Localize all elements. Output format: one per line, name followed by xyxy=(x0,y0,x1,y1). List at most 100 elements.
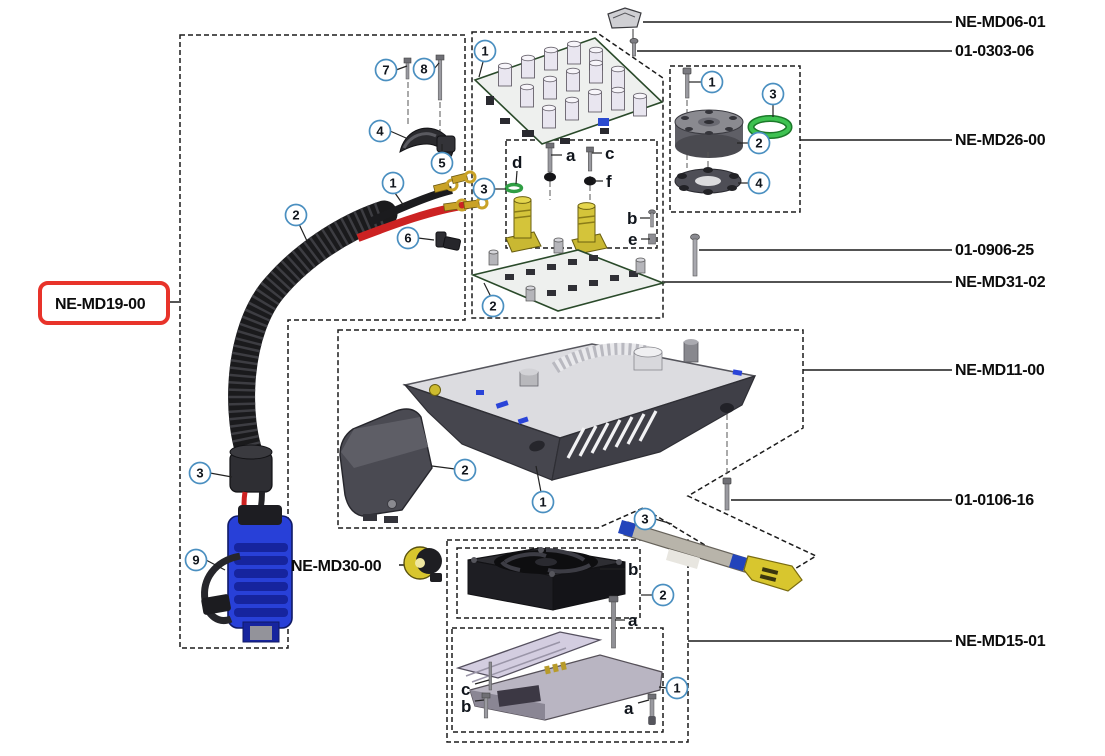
part-label-01-0906-25[interactable]: 01-0906-25 xyxy=(955,242,1035,259)
letter-e: e xyxy=(628,230,637,249)
part-lower-pcb xyxy=(470,237,666,312)
part-fan-screw xyxy=(608,595,619,649)
callout-leaders xyxy=(205,61,774,704)
callout-2-housing: 2 xyxy=(453,458,477,482)
part-label-ne-md06-01[interactable]: NE-MD06-01 xyxy=(955,14,1046,31)
callout-9: 9 xyxy=(184,548,208,572)
callout-4-md26: 4 xyxy=(747,171,771,195)
part-cable-assembly xyxy=(201,170,489,643)
part-label-01-0106-16[interactable]: 01-0106-16 xyxy=(955,492,1035,509)
selected-part-highlight xyxy=(38,281,170,325)
ring-terminals xyxy=(432,170,489,212)
part-housing-cover xyxy=(339,408,433,523)
callout-6: 6 xyxy=(396,226,420,250)
part-screw-01-0906-25 xyxy=(690,233,700,277)
mosfets xyxy=(505,255,638,296)
letter-b-board: b xyxy=(627,209,637,228)
group-box-terminal-hardware xyxy=(505,139,658,249)
callout-2-md15: 2 xyxy=(651,583,675,607)
standoff-left xyxy=(505,196,542,253)
part-top-cover xyxy=(607,7,642,39)
svg-text:5: 5 xyxy=(438,156,445,171)
callout-3-md26: 3 xyxy=(761,82,785,106)
callout-2-md26: 2 xyxy=(747,131,771,155)
part-md26-assembly xyxy=(674,67,793,195)
svg-text:8: 8 xyxy=(420,62,427,77)
part-label-ne-md30-00[interactable]: NE-MD30-00 xyxy=(291,558,382,575)
letter-a-board: a xyxy=(566,146,576,165)
part-handle-clamp xyxy=(399,54,456,159)
part-number-labels: NE-MD06-01 01-0303-06 NE-MD26-00 01-0906… xyxy=(55,14,1046,650)
callout-8: 8 xyxy=(412,57,436,81)
letter-b-fan: b xyxy=(628,560,638,579)
part-clip xyxy=(435,231,461,251)
group-box-heatsink xyxy=(451,627,664,733)
part-tube xyxy=(618,520,803,592)
callout-1-housing: 1 xyxy=(531,490,555,514)
callout-3-cable: 3 xyxy=(188,461,212,485)
callout-1-board: 1 xyxy=(473,39,497,63)
callout-5: 5 xyxy=(430,151,454,175)
callout-1-cable: 1 xyxy=(381,171,405,195)
svg-text:3: 3 xyxy=(641,512,648,527)
part-top-pcb xyxy=(473,37,664,145)
letter-a-heatsink: a xyxy=(624,699,634,718)
svg-text:2: 2 xyxy=(489,299,496,314)
svg-text:9: 9 xyxy=(192,553,199,568)
svg-text:1: 1 xyxy=(389,176,396,191)
pcb-standoffs xyxy=(488,237,646,302)
standoff-right xyxy=(571,202,608,255)
part-label-01-0303-06[interactable]: 01-0303-06 xyxy=(955,43,1035,60)
callout-1-md26: 1 xyxy=(700,70,724,94)
svg-text:2: 2 xyxy=(755,136,762,151)
svg-text:4: 4 xyxy=(376,124,384,139)
svg-text:1: 1 xyxy=(673,681,680,696)
svg-text:3: 3 xyxy=(769,87,776,102)
blue-connector xyxy=(227,505,293,643)
svg-text:3: 3 xyxy=(196,466,203,481)
fastener-letters: d a c f b e b a c b a xyxy=(461,144,638,718)
part-label-ne-md31-02[interactable]: NE-MD31-02 xyxy=(955,274,1046,291)
group-box-fan xyxy=(456,547,641,619)
group-box-md26 xyxy=(669,65,801,213)
part-heatsink xyxy=(455,631,663,721)
pcb-components xyxy=(486,96,609,144)
callout-3-housing: 3 xyxy=(633,507,657,531)
leader-lines xyxy=(167,21,952,642)
svg-text:4: 4 xyxy=(755,176,763,191)
svg-text:1: 1 xyxy=(481,44,488,59)
letter-a-fan: a xyxy=(628,611,638,630)
letter-b-heatsink: b xyxy=(461,697,471,716)
group-box-control-boards xyxy=(471,31,664,319)
svg-text:6: 6 xyxy=(404,231,411,246)
group-box-md15-outer xyxy=(446,539,689,743)
callout-1-md15: 1 xyxy=(665,676,689,700)
part-terminal-standoffs xyxy=(504,142,656,255)
callout-3-board: 3 xyxy=(472,177,496,201)
group-box-cable-assembly xyxy=(179,34,466,649)
svg-text:1: 1 xyxy=(539,495,546,510)
part-label-ne-md26-00[interactable]: NE-MD26-00 xyxy=(955,132,1046,149)
part-screw-01-0303-06 xyxy=(629,38,639,57)
part-housing-tray xyxy=(402,339,757,481)
part-fan xyxy=(467,547,626,611)
svg-text:7: 7 xyxy=(382,63,389,78)
svg-text:2: 2 xyxy=(659,588,666,603)
letter-f: f xyxy=(606,172,612,191)
letter-d: d xyxy=(512,153,522,172)
svg-text:2: 2 xyxy=(292,208,299,223)
letter-c-board: c xyxy=(605,144,614,163)
callout-2-cable: 2 xyxy=(284,203,308,227)
callout-4: 4 xyxy=(368,119,392,143)
callout-2-board: 2 xyxy=(481,294,505,318)
part-label-ne-md11-00[interactable]: NE-MD11-00 xyxy=(955,362,1045,379)
callout-circles: 7 8 4 5 1 2 6 3 9 1 3 2 1 3 2 4 2 1 3 2 … xyxy=(184,39,785,700)
svg-text:1: 1 xyxy=(708,75,715,90)
part-heatsink-screws xyxy=(481,661,657,725)
part-label-ne-md19-00[interactable]: NE-MD19-00 xyxy=(55,296,146,313)
part-label-ne-md15-01[interactable]: NE-MD15-01 xyxy=(955,633,1046,650)
group-boxes xyxy=(179,31,818,743)
part-screw-01-0106-16 xyxy=(722,414,732,511)
svg-text:2: 2 xyxy=(461,463,468,478)
